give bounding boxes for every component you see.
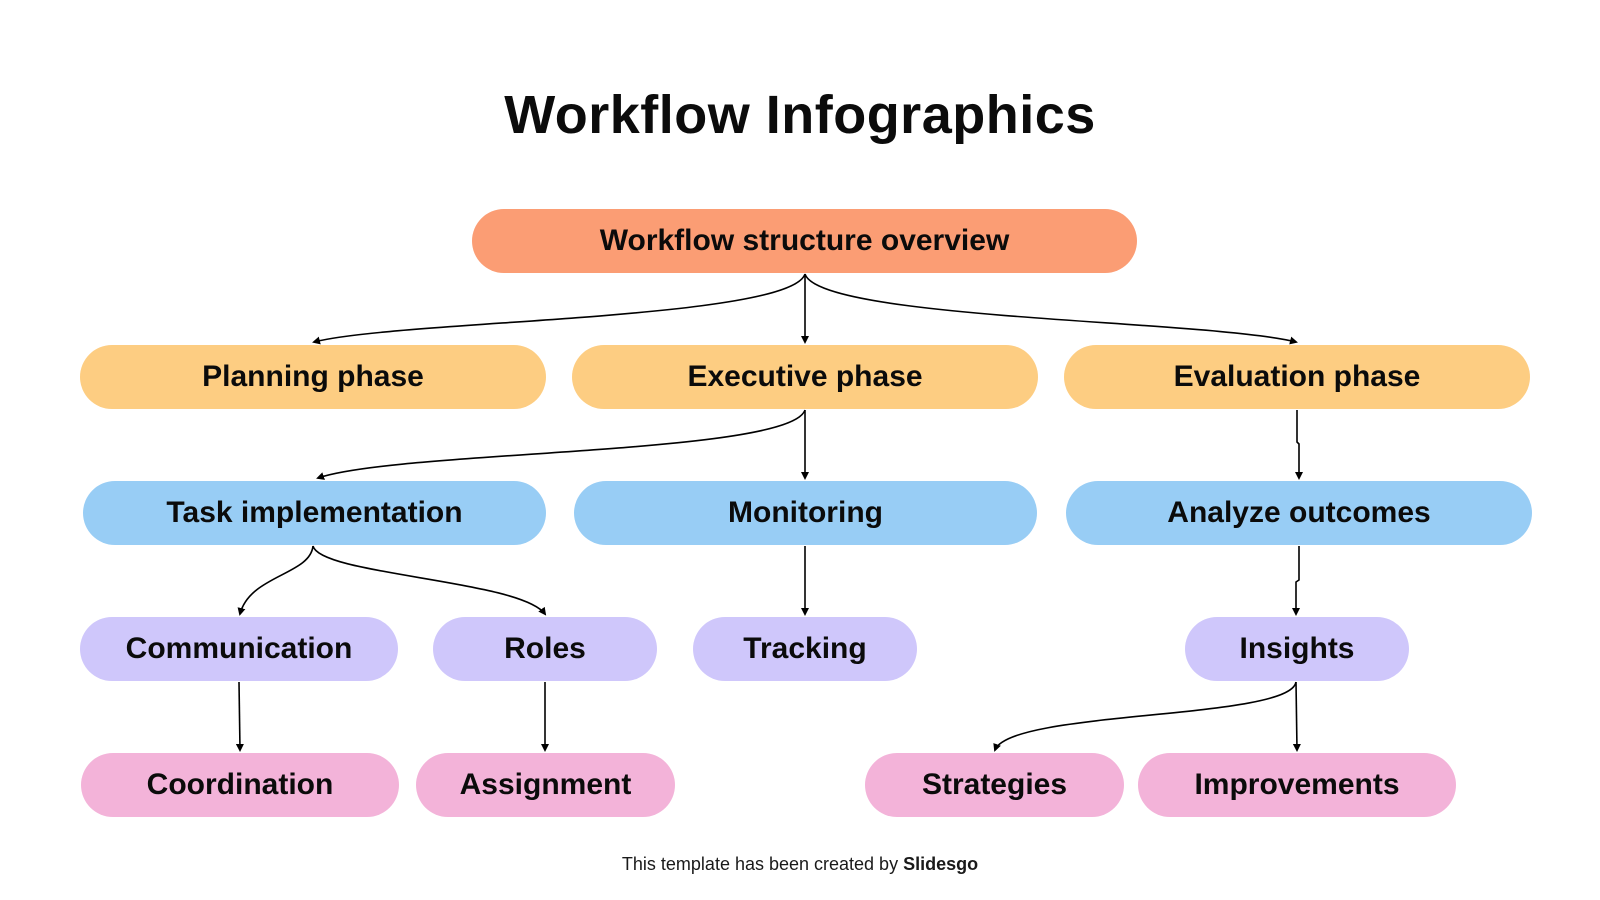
node-label: Workflow structure overview [599,224,1010,257]
node-coordination: Coordination [81,753,399,817]
node-label: Monitoring [728,496,883,529]
node-label: Communication [125,632,353,665]
node-planning-phase: Planning phase [80,345,546,409]
node-insights: Insights [1185,617,1409,681]
node-roles: Roles [433,617,657,681]
node-executive-phase: Executive phase [572,345,1038,409]
node-label: Strategies [921,768,1068,801]
node-label: Insights [1239,632,1355,665]
node-analyze-outcomes: Analyze outcomes [1066,481,1532,545]
node-strategies: Strategies [865,753,1124,817]
node-label: Roles [504,632,586,665]
footer-credit: This template has been created by Slides… [0,854,1600,875]
node-root: Workflow structure overview [472,209,1137,273]
node-label: Analyze outcomes [1167,496,1431,529]
node-label: Evaluation phase [1173,360,1421,393]
node-monitoring: Monitoring [574,481,1037,545]
node-communication: Communication [80,617,398,681]
node-tracking: Tracking [693,617,917,681]
node-label: Task implementation [166,496,463,529]
node-evaluation-phase: Evaluation phase [1064,345,1530,409]
node-improvements: Improvements [1138,753,1456,817]
node-label: Tracking [743,632,867,665]
node-label: Planning phase [202,360,424,393]
node-label: Coordination [146,768,334,801]
footer-text: This template has been created by [621,854,904,874]
node-label: Improvements [1194,768,1400,801]
node-task-implementation: Task implementation [83,481,546,545]
footer-brand-link[interactable]: Slidesgo [903,854,979,874]
node-label: Assignment [459,768,632,801]
page-title: Workflow Infographics [504,85,1096,145]
node-assignment: Assignment [416,753,675,817]
node-label: Executive phase [687,360,923,393]
